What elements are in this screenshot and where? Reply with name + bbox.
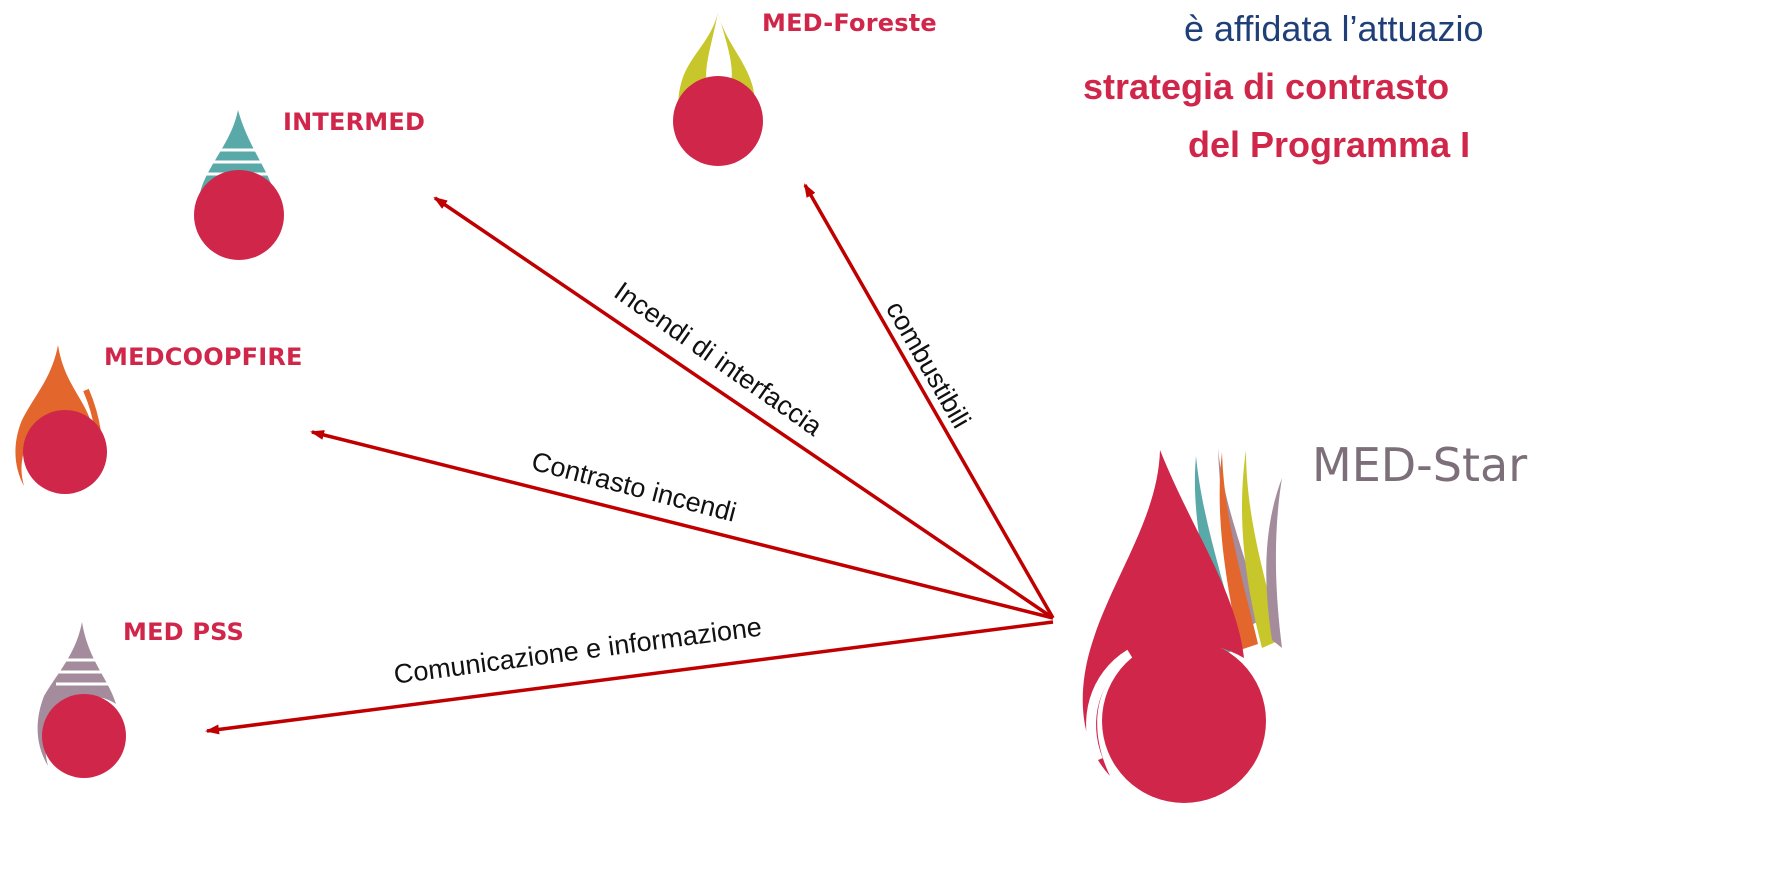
intermed-label: INTERMED [283, 108, 426, 136]
medcoopfire-logo [15, 345, 107, 494]
arrow-contrasto-incendi [310, 430, 1054, 620]
arrow-combustibili [803, 183, 1055, 619]
arrow-incendi-di-interfaccia [433, 196, 1054, 620]
med-star-logo [1082, 448, 1282, 803]
med-foreste-logo [673, 12, 763, 166]
med-star-label: MED-Star [1312, 438, 1528, 492]
headline-line-3: del Programma I [1188, 124, 1471, 165]
med-pss-label: MED PSS [123, 618, 245, 646]
intermed-logo [194, 110, 284, 260]
med-pss-logo [37, 622, 126, 778]
arrow-comunicazione-e-informazione [205, 620, 1054, 735]
arrows-group [205, 183, 1055, 735]
med-foreste-label: MED-Foreste [762, 9, 937, 37]
headline-line-1: è affidata l’attuazio [1184, 8, 1484, 49]
medcoopfire-label: MEDCOOPFIRE [104, 343, 303, 371]
headline-line-2: strategia di contrasto [1083, 66, 1450, 107]
